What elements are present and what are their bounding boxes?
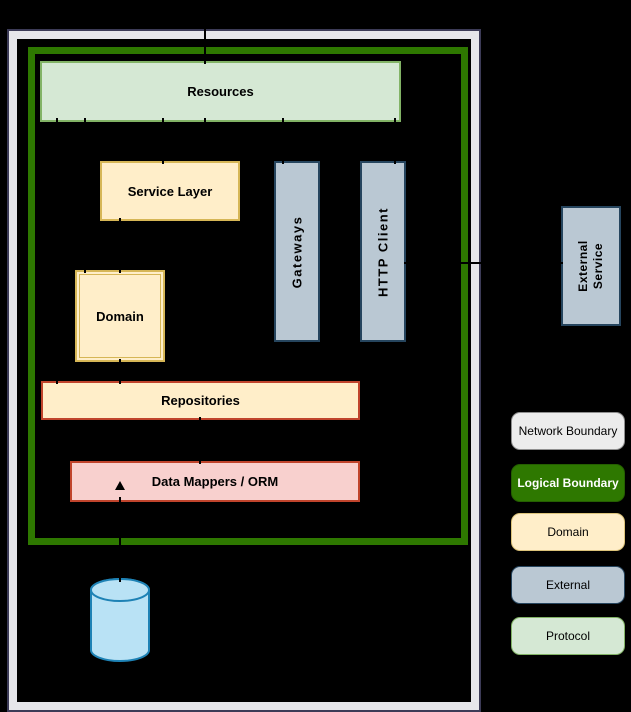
connector-resources-domain: [84, 118, 86, 273]
node-external-service-label: External Service: [576, 240, 605, 292]
node-http-client: HTTP Client: [360, 161, 406, 342]
network-boundary-box: [7, 29, 481, 712]
arrowhead-up-icon: [115, 481, 125, 490]
node-domain: Domain: [75, 270, 165, 362]
node-data-mappers-label: Data Mappers / ORM: [151, 474, 279, 489]
legend-item-network-boundary: Network Boundary: [511, 412, 625, 450]
connector-resources-service: [162, 118, 164, 164]
legend-protocol-label: Protocol: [545, 629, 591, 643]
node-resources: Resources: [40, 61, 401, 122]
connector-domain-repositories: [119, 359, 121, 384]
connector-service-domain: [119, 218, 121, 273]
node-external-service: External Service: [561, 206, 621, 326]
connector-httpclient-external: [404, 262, 563, 264]
legend-item-protocol: Protocol: [511, 617, 625, 655]
legend-external-label: External: [545, 578, 591, 592]
node-resources-label: Resources: [187, 84, 254, 99]
node-repositories: Repositories: [41, 381, 360, 420]
legend-network-boundary-label: Network Boundary: [518, 424, 618, 438]
logical-boundary-box: [28, 47, 468, 545]
node-service-layer: Service Layer: [100, 161, 240, 221]
connector-mappers-database: [119, 497, 121, 582]
connector-resources-gateways: [282, 118, 284, 164]
node-data-mappers: Data Mappers / ORM: [70, 461, 360, 502]
legend-item-domain: Domain: [511, 513, 625, 551]
connector-repositories-mappers: [199, 417, 201, 464]
legend-item-external: External: [511, 566, 625, 604]
legend-item-logical-boundary: Logical Boundary: [511, 464, 625, 502]
node-domain-label: Domain: [96, 308, 144, 324]
node-repositories-label: Repositories: [161, 393, 240, 408]
connector-resources-stub: [204, 118, 206, 132]
legend-logical-boundary-label: Logical Boundary: [517, 476, 619, 490]
node-service-layer-label: Service Layer: [127, 183, 213, 199]
database-cylinder-icon: [90, 578, 150, 662]
connector-top-in: [204, 0, 206, 64]
node-gateways: Gateways: [274, 161, 320, 342]
node-gateways-label: Gateways: [289, 215, 305, 288]
connector-resources-repositories: [56, 118, 58, 384]
node-http-client-label: HTTP Client: [375, 206, 391, 297]
connector-resources-httpclient: [394, 118, 396, 164]
legend-domain-label: Domain: [547, 525, 589, 539]
